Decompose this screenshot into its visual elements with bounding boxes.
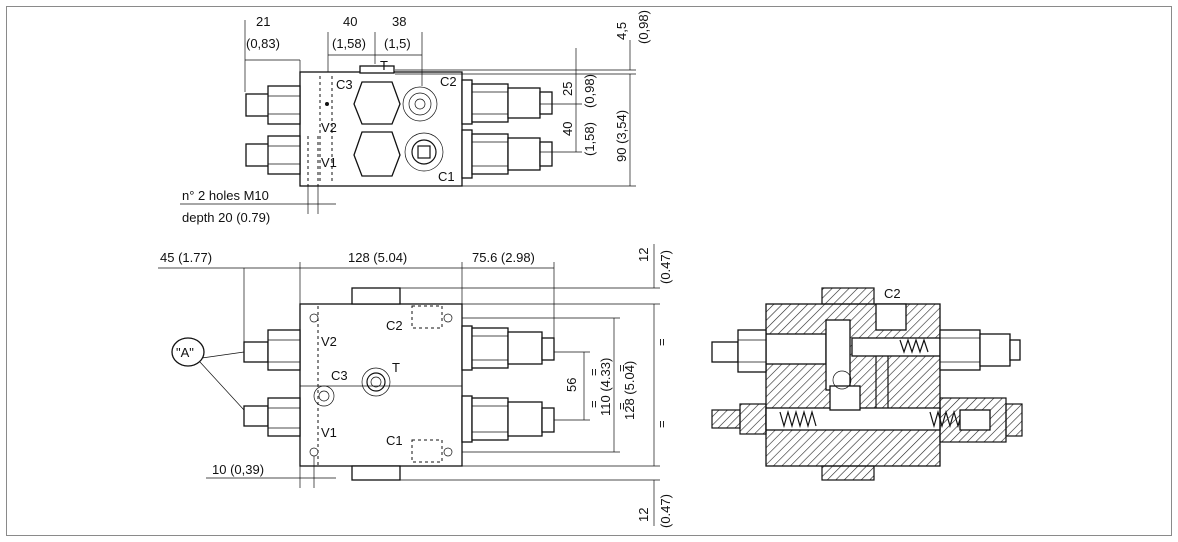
top-c3-port-dot xyxy=(325,102,329,106)
top-hex-plug-upper xyxy=(353,81,401,125)
section-c2-port xyxy=(875,303,907,331)
front-bottom-plug xyxy=(351,465,401,481)
eq-mark-5: = xyxy=(654,338,669,346)
front-port-c3 xyxy=(313,385,335,407)
section-spring-left xyxy=(779,409,817,429)
section-spring-upper xyxy=(899,338,929,354)
top-port-v1-label: V1 xyxy=(321,155,337,170)
top-port-t-label: T xyxy=(380,58,388,73)
callout-a-label: "A" xyxy=(176,345,194,360)
section-left-fitting-lower xyxy=(711,403,767,435)
top-left-fitting-upper xyxy=(245,85,301,125)
dim-40-vertical: 40 xyxy=(560,122,575,136)
front-port-c2-label: C2 xyxy=(386,318,403,333)
dim-56: 56 xyxy=(564,378,579,392)
dim-75-6: 75.6 (2.98) xyxy=(472,250,535,265)
front-port-v1-label: V1 xyxy=(321,425,337,440)
holes-note-line1: n° 2 holes M10 xyxy=(182,188,269,203)
dim-12-bottom-in: (0.47) xyxy=(658,494,673,528)
section-port-c2-label: C2 xyxy=(884,286,901,301)
eq-mark-3: = xyxy=(614,364,629,372)
dim-10: 10 (0,39) xyxy=(212,462,264,477)
front-body xyxy=(299,303,463,467)
dim-12-top: 12 xyxy=(636,248,651,262)
dim-21: 21 xyxy=(256,14,270,29)
dim-38: 38 xyxy=(392,14,406,29)
front-right-valve-upper xyxy=(461,325,555,371)
section-body xyxy=(765,303,941,467)
top-port-c2-label: C2 xyxy=(440,74,457,89)
section-right-valve-lower xyxy=(939,397,1023,443)
dim-25-in: (0,98) xyxy=(582,74,597,108)
top-port-c2 xyxy=(402,86,438,122)
top-port-c3-label: C3 xyxy=(336,77,353,92)
front-port-c1-label: C1 xyxy=(386,433,403,448)
eq-mark-4: = xyxy=(614,402,629,410)
dim-40: 40 xyxy=(343,14,357,29)
dim-40-vertical-in: (1,58) xyxy=(582,122,597,156)
top-left-fitting-lower xyxy=(245,135,301,175)
holes-note-line2: depth 20 (0.79) xyxy=(182,210,270,225)
top-right-valve-lower xyxy=(461,129,553,179)
top-port-c1-label: C1 xyxy=(438,169,455,184)
top-hex-plug-lower xyxy=(353,131,401,177)
callout-a-bubble xyxy=(171,337,205,367)
front-port-v2-label: V2 xyxy=(321,334,337,349)
top-right-valve-upper xyxy=(461,79,553,125)
dim-12-bottom: 12 xyxy=(636,508,651,522)
section-left-fitting-upper xyxy=(711,329,767,373)
dim-90: 90 (3,54) xyxy=(614,110,629,162)
eq-mark-1: = xyxy=(586,368,601,376)
eq-mark-2: = xyxy=(586,400,601,408)
top-port-v2-label: V2 xyxy=(321,120,337,135)
dim-128: 128 (5.04) xyxy=(348,250,407,265)
dim-110: 110 (4.33) xyxy=(598,358,613,416)
dim-25: 25 xyxy=(560,82,575,96)
front-port-t xyxy=(361,367,391,397)
top-tank-port xyxy=(359,65,395,74)
eq-mark-6: = xyxy=(654,420,669,428)
section-right-valve-upper xyxy=(939,329,1021,371)
front-mount-holes xyxy=(309,313,453,457)
front-port-t-label: T xyxy=(392,360,400,375)
dim-128-vertical: 128 (5.04) xyxy=(622,361,637,420)
front-left-fitting-upper xyxy=(243,329,301,371)
front-top-plug xyxy=(351,287,401,305)
section-view: C2 xyxy=(711,286,1023,481)
top-port-c1 xyxy=(404,132,444,172)
front-left-fitting-lower xyxy=(243,397,301,437)
dim-40-in: (1,58) xyxy=(332,36,366,51)
dim-38-in: (1,5) xyxy=(384,36,411,51)
front-view: 45 (1.77) 128 (5.04) 75.6 (2.98) 12 (0.4… xyxy=(158,244,673,528)
dim-45: 45 (1.77) xyxy=(160,250,212,265)
dim-4-5: 4,5 xyxy=(614,22,629,40)
dim-4-5-in: (0,98) xyxy=(636,10,651,44)
drawing-frame xyxy=(6,6,1172,536)
top-view: 21 (0,83) 40 (1,58) 38 (1,5) 4,5 (0,98) … xyxy=(180,10,651,225)
dim-21-in: (0,83) xyxy=(246,36,280,51)
front-right-valve-lower xyxy=(461,395,555,443)
dim-12-top-in: (0.47) xyxy=(658,250,673,284)
front-port-c3-label: C3 xyxy=(331,368,348,383)
